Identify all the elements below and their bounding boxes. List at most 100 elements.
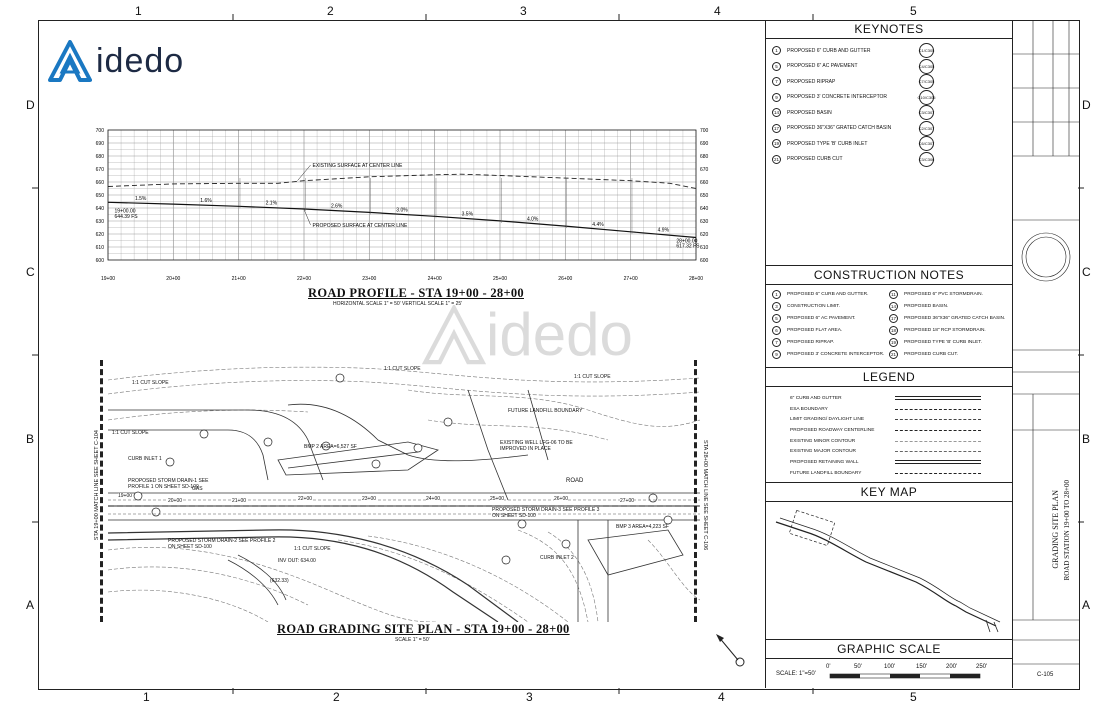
plan-label-existing-well: EXISTING WELL LFG-06 TO BE IMPROVED IN P… [500,440,573,452]
existing-surface-line [107,173,697,189]
note-text: PROPOSED 6" CURB AND GUTTER. [787,292,869,297]
note-number: 5 [772,314,781,323]
keynote-text: PROPOSED 36"X36" GRATED CATCH BASIN [787,125,892,132]
legend-item: FUTURE LANDFILL BOUNDARY [766,468,1012,479]
notes-column-divider [765,20,766,688]
grid-col-4: 4 [714,4,721,18]
keynote-text: PROPOSED TYPE 'B' CURB INLET [787,140,868,147]
profile-y-tick-left: 690 [96,141,105,147]
legend-swatch [895,460,981,465]
keynote-text: PROPOSED 6" AC PAVEMENT [787,63,858,70]
profile-y-tick-right: 690 [700,141,709,147]
plan-station-24: 24+00 [426,496,441,502]
note-text: PROPOSED TYPE 'B' CURB INLET. [904,340,982,345]
profile-y-tick-right: 600 [700,258,709,264]
sheet-number: C-105 [1037,672,1054,678]
plan-label-bmp-3: BMP 3 AREA=4,223 SF [616,524,669,530]
note-number: 14 [889,302,898,311]
grid-col-3-bottom: 3 [526,690,533,704]
profile-y-tick-left: 600 [96,258,105,264]
profile-y-tick-left: 640 [96,206,105,212]
keynote-detail-ref: C4/C305 [919,58,934,74]
north-arrow-icon [716,634,745,667]
profile-y-tick-left: 680 [96,154,105,160]
grade-label: 4.9% [658,228,670,234]
note-text: PROPOSED 3' CONCRETE INTERCEPTOR. [787,352,885,357]
profile-y-tick-left: 620 [96,232,105,238]
plan-label-gas: GAS [192,486,203,492]
keynote-text: PROPOSED 6" CURB AND GUTTER [787,47,871,54]
title-block: GRADING SITE PLAN ROAD STATION 19+00 TO … [1012,20,1079,688]
note-number: 21 [889,350,898,359]
note-text: PROPOSED CURB CUT. [904,352,959,357]
note-number: 18 [889,326,898,335]
grid-col-3: 3 [520,4,527,18]
keynote-number: 21 [772,154,781,164]
site-plan-drawing: 1:1 CUT SLOPE 1:1 CUT SLOPE 1:1 CUT SLOP… [108,360,700,622]
profile-y-tick-left: 650 [96,193,105,199]
plan-label-inv-out: INV OUT: 634.00 [278,558,316,564]
note-text: CONSTRUCTION LIMIT. [787,304,841,309]
scale-tick: 200' [946,664,958,670]
grade-label: 1.6% [200,198,212,204]
note-number: 7 [772,338,781,347]
grid-col-2-bottom: 2 [333,690,340,704]
legend-item: PROPOSED RETAINING WALL [766,457,1012,468]
match-line-left [100,360,108,622]
grid-row-a-right: A [1082,598,1091,612]
legend-label: 6" CURB AND GUTTER [790,395,842,401]
keynote-number: 9 [772,92,781,102]
proposed-leader [303,209,311,225]
legend-label: LIMIT GRADING/ DAYLIGHT LINE [790,417,865,423]
legend-title: LEGEND [766,368,1012,387]
match-line-right [694,360,702,622]
legend-swatch [895,429,981,431]
plan-label-curb-inlet-1: CURB INLET 1 [128,456,162,462]
plan-label-storm-drain-1: PROPOSED STORM DRAIN-1 SEE PROFILE 1 ON … [128,478,209,490]
profile-x-tick: 26+00 [558,276,572,282]
watermark-logo-icon [422,304,486,364]
start-elevation-label: 644.39 FS [115,214,139,220]
profile-y-tick-right: 650 [700,193,709,199]
keynote-number: 14 [772,108,781,118]
graphic-scale-bar [829,673,981,679]
grid-col-5: 5 [910,4,917,18]
logo-text: idedo [96,41,185,80]
plan-station-26: 26+00 [554,496,569,502]
brand-logo: idedo [48,40,184,82]
grid-row-c-right: C [1082,265,1091,279]
grade-label: 2.6% [331,204,343,210]
keynote-number: 7 [772,77,781,87]
legend-item: EXISTING MAJOR CONTOUR [766,446,1012,457]
plan-label-road: ROAD [566,478,584,484]
grade-label: 1.5% [135,196,147,202]
profile-scale-note: HORIZONTAL SCALE 1" = 50' VERTICAL SCALE… [333,301,463,307]
plan-station-23: 23+00 [362,496,377,502]
scale-tick: 50' [854,664,862,670]
grid-col-1-bottom: 1 [143,690,150,704]
plan-station-27: 27+00 [620,498,635,504]
profile-y-tick-right: 700 [700,128,709,134]
title-block-sheet-title: GRADING SITE PLAN [1051,490,1060,569]
keynote-number: 17 [772,123,781,133]
plan-label-storm-drain-3: PROPOSED STORM DRAIN-3 SEE PROFILE 3 ON … [492,507,600,519]
end-elevation-label: 617.32 FS [676,244,700,250]
graphic-scale-label: SCALE: 1"=50' [776,671,816,677]
plan-station-19: 19+00 [118,493,133,499]
legend-swatch [895,472,981,474]
profile-title: ROAD PROFILE - STA 19+00 - 28+00 [308,286,524,300]
plan-label-storm-drain-2: PROPOSED STORM DRAIN-2 SEE PROFILE 2 ON … [168,538,276,550]
legend-label: EXISTING MINOR CONTOUR [790,438,856,444]
profile-y-tick-right: 630 [700,219,709,225]
plan-label-cut-slope-2: 1:1 CUT SLOPE [384,366,421,372]
start-station-label: 19+00.00 [115,209,136,215]
plan-label-cut-slope-1: 1:1 CUT SLOPE [132,380,169,386]
